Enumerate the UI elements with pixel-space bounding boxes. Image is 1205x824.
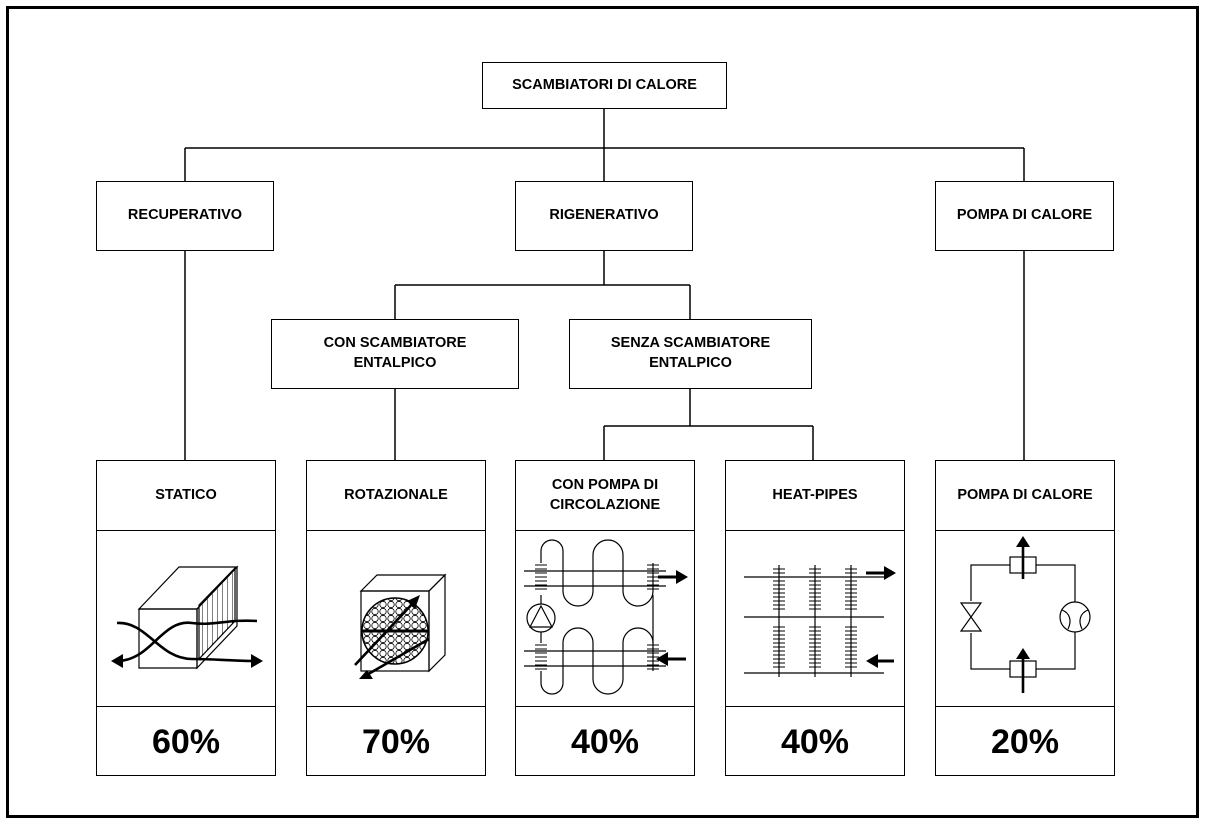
card-title: HEAT-PIPES xyxy=(726,461,904,531)
heat-pump-circuit-icon xyxy=(936,531,1114,706)
static-exchanger-icon xyxy=(97,531,275,706)
card-title: CON POMPA DI CIRCOLAZIONE xyxy=(516,461,694,531)
heat-pipes-icon xyxy=(726,531,904,706)
circulation-pump-loop-icon xyxy=(516,531,694,706)
node-pompa-di-calore: POMPA DI CALORE xyxy=(935,181,1114,251)
efficiency-value: 70% xyxy=(307,706,485,777)
rotary-wheel-icon xyxy=(307,531,485,706)
card-heat-pipes: HEAT-PIPES 40% xyxy=(725,460,905,776)
card-con-pompa-di-circolazione: CON POMPA DI CIRCOLAZIONE xyxy=(515,460,695,776)
card-title: STATICO xyxy=(97,461,275,531)
efficiency-value: 60% xyxy=(97,706,275,777)
node-rigenerativo: RIGENERATIVO xyxy=(515,181,693,251)
card-statico: STATICO 60% xyxy=(96,460,276,776)
node-recuperativo: RECUPERATIVO xyxy=(96,181,274,251)
diagram-frame xyxy=(6,6,1199,818)
root-node: SCAMBIATORI DI CALORE xyxy=(482,62,727,109)
card-title: POMPA DI CALORE xyxy=(936,461,1114,531)
card-rotazionale: ROTAZIONALE 70% xyxy=(306,460,486,776)
card-title: ROTAZIONALE xyxy=(307,461,485,531)
node-con-scambiatore-entalpico: CON SCAMBIATORE ENTALPICO xyxy=(271,319,519,389)
card-pompa-di-calore: POMPA DI CALORE 20% xyxy=(935,460,1115,776)
efficiency-value: 40% xyxy=(726,706,904,777)
node-senza-scambiatore-entalpico: SENZA SCAMBIATORE ENTALPICO xyxy=(569,319,812,389)
efficiency-value: 40% xyxy=(516,706,694,777)
efficiency-value: 20% xyxy=(936,706,1114,777)
